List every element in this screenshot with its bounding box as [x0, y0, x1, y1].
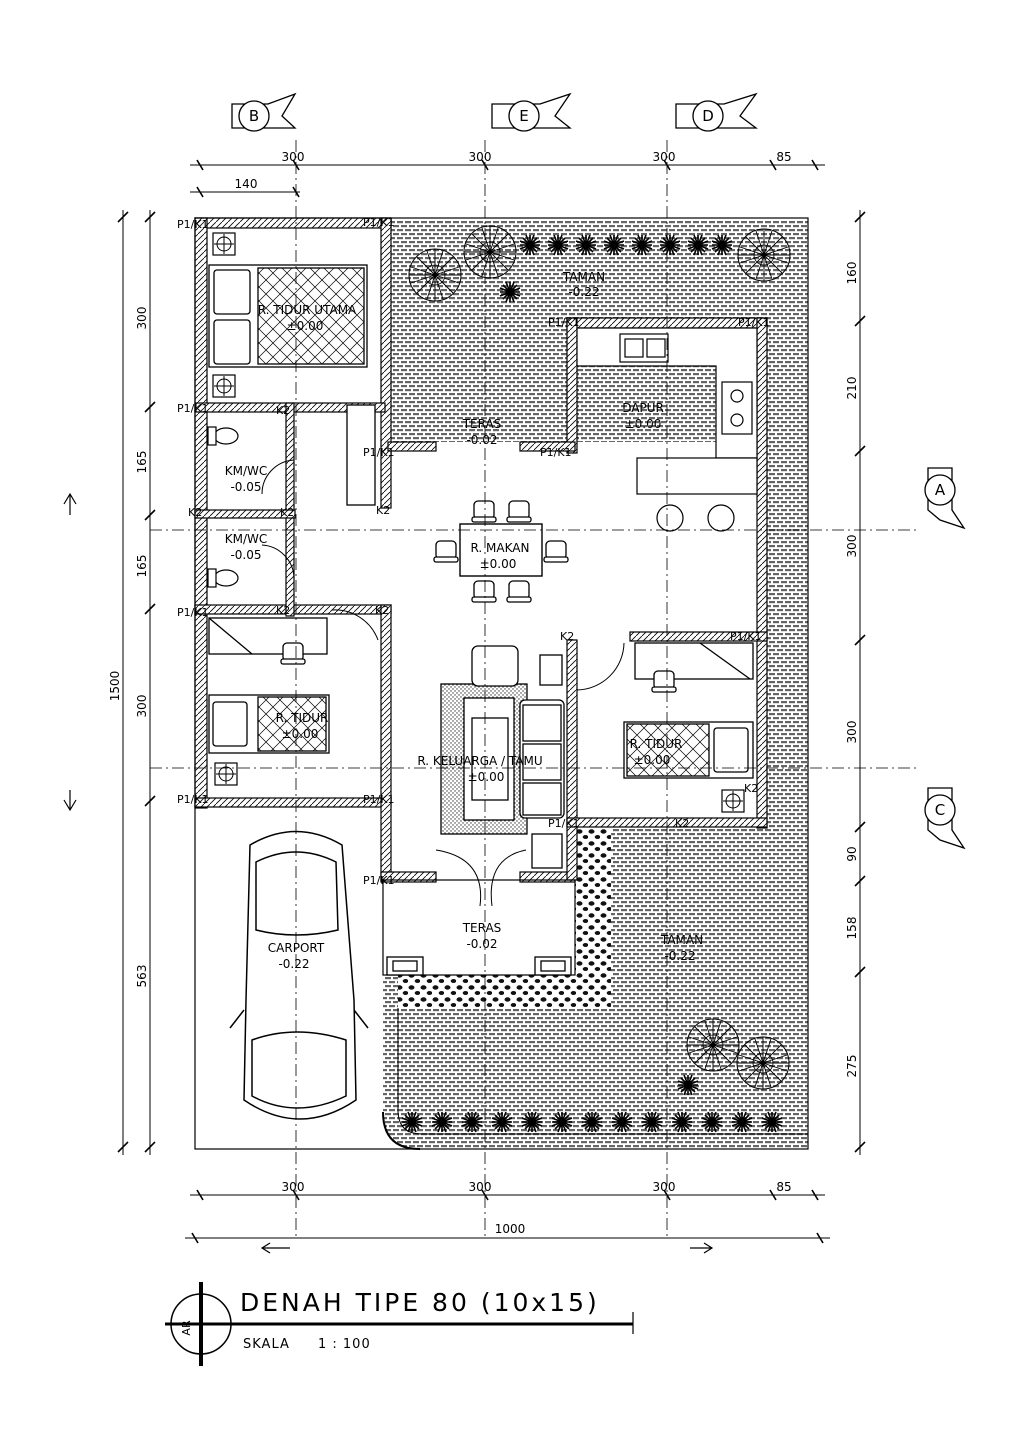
room-garden-top: TAMAN — [562, 270, 605, 284]
dim-top-4: 85 — [776, 150, 791, 164]
tag-k2-7: K2 — [744, 782, 758, 795]
room-bath-1: KM/WC — [225, 464, 268, 478]
grid-marker-a — [924, 467, 966, 530]
dim-right-4: 300 — [845, 721, 859, 744]
room-carport: CARPORT — [268, 941, 325, 955]
room-master-bedroom: R. TIDUR UTAMA — [258, 303, 357, 317]
tag-p1k1-9: P1/K1 — [177, 793, 209, 806]
tag-p1k1-6: P1/K1 — [363, 446, 395, 459]
tag-p1k1-10: P1/K1 — [363, 793, 395, 806]
dim-right-6: 158 — [845, 917, 859, 940]
dim-bottom-total: 1000 — [495, 1222, 526, 1236]
grid-marker-b — [231, 92, 297, 132]
tag-k2-9: K2 — [675, 817, 689, 830]
tag-k2-1: K2 — [276, 404, 290, 417]
grid-label-a: A — [935, 481, 946, 499]
dim-right-1: 160 — [845, 262, 859, 285]
grid-marker-c — [924, 787, 966, 850]
room-bath-2-level: -0.05 — [230, 548, 261, 562]
room-living-level: ±0.00 — [468, 770, 505, 784]
room-garden-top-level: -0.22 — [568, 285, 599, 299]
dim-bottom-2: 300 — [469, 1180, 492, 1194]
dim-left-5: 563 — [135, 965, 149, 988]
scale-value: 1 : 100 — [318, 1337, 371, 1352]
room-bedroom-1-level: ±0.00 — [282, 727, 319, 741]
dim-right-5: 90 — [845, 846, 859, 861]
room-bath-2: KM/WC — [225, 532, 268, 546]
tag-p1k1-7: P1/K1 — [540, 446, 572, 459]
room-garden-right-level: -0.22 — [664, 949, 695, 963]
room-dining: R. MAKAN — [471, 541, 530, 555]
room-front-terrace: TERAS — [462, 921, 502, 935]
dim-left-2: 165 — [135, 451, 149, 474]
dim-left-3: 165 — [135, 555, 149, 578]
dim-right-3: 300 — [845, 535, 859, 558]
room-bedroom-2: R. TIDUR — [630, 737, 683, 751]
dim-left-4: 300 — [135, 695, 149, 718]
dim-bottom-4: 85 — [776, 1180, 791, 1194]
grid-marker-d — [675, 92, 758, 132]
bedroom-1-furniture — [208, 609, 379, 754]
living-furniture — [435, 645, 565, 907]
master-bed — [208, 264, 376, 506]
room-front-terrace-level: -0.02 — [466, 937, 497, 951]
dim-right-7: 275 — [845, 1055, 859, 1078]
room-bedroom-2-level: ±0.00 — [634, 753, 671, 767]
tag-k2-8: K2 — [376, 504, 390, 517]
room-back-terrace: TERAS — [462, 417, 502, 431]
dim-top-1: 300 — [282, 150, 305, 164]
dining-set — [433, 500, 569, 603]
grid-label-b: B — [249, 107, 259, 125]
tag-p1k1-5: P1/K1 — [177, 402, 209, 415]
room-back-terrace-level: -0.02 — [466, 433, 497, 447]
grid-label-d: D — [702, 107, 714, 125]
grid-label-c: C — [935, 801, 945, 819]
tag-p1k1-12: P1/K1 — [363, 874, 395, 887]
dim-bottom-1: 300 — [282, 1180, 305, 1194]
walls — [194, 217, 768, 883]
tag-p1k1-11: P1/K1 — [548, 817, 580, 830]
room-carport-level: -0.22 — [278, 957, 309, 971]
tag-p1k1-1: P1/K1 — [177, 218, 209, 231]
tag-k2-4: K2 — [276, 604, 290, 617]
room-bedroom-1: R. TIDUR — [276, 711, 329, 725]
room-bath-1-level: -0.05 — [230, 480, 261, 494]
dim-top-2: 300 — [469, 150, 492, 164]
section-mark-text: AR — [180, 1320, 193, 1336]
tag-p1k1-4: P1/K1 — [738, 316, 770, 329]
tag-k2-2: K2 — [188, 506, 202, 519]
dim-right-2: 210 — [845, 377, 859, 400]
room-kitchen-level: ±0.00 — [625, 417, 662, 431]
tag-k2-3: K2 — [280, 506, 294, 519]
room-garden-right: TAMAN — [660, 933, 703, 947]
dimension-lines — [117, 159, 866, 1244]
grid-label-e: E — [519, 107, 528, 125]
car-icon — [229, 830, 369, 1120]
room-kitchen: DAPUR — [622, 401, 664, 415]
dim-left-1: 300 — [135, 307, 149, 330]
dim-left-total: 1500 — [108, 671, 122, 702]
dim-top-sub: 140 — [235, 177, 258, 191]
site-boundary — [194, 217, 809, 1150]
drawing-title: DENAH TIPE 80 (10x15) — [240, 1288, 600, 1317]
axis-lines — [150, 140, 920, 1240]
title-block — [165, 1282, 634, 1366]
scale-label: SKALA — [243, 1337, 290, 1352]
tag-k2-6: K2 — [560, 630, 574, 643]
room-living: R. KELUARGA / TAMU — [417, 754, 542, 768]
room-dining-level: ±0.00 — [480, 557, 517, 571]
bedroom-2-furniture — [576, 642, 754, 779]
tag-k2-5: K2 — [375, 604, 389, 617]
tag-p1k1-13: P1/K1 — [730, 630, 762, 643]
tag-p1k1-2: P1/K1 — [363, 216, 395, 229]
room-master-bedroom-level: ±0.00 — [287, 319, 324, 333]
tag-p1k1-3: P1/K1 — [548, 316, 580, 329]
tag-p1k1-8: P1/K1 — [177, 606, 209, 619]
grid-marker-e — [491, 92, 572, 132]
dim-top-3: 300 — [653, 150, 676, 164]
dim-bottom-3: 300 — [653, 1180, 676, 1194]
kitchen-counter — [576, 327, 758, 532]
